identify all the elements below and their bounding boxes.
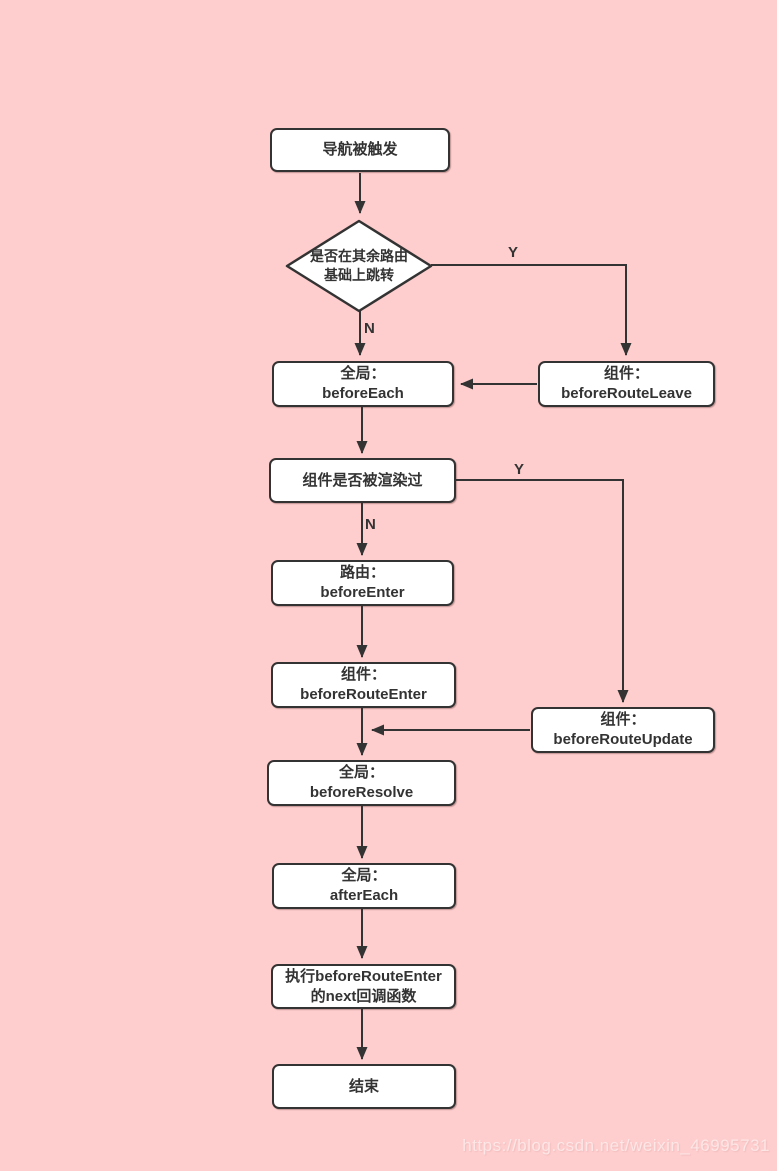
edge-decision-yes-to-beforerouteleave (431, 264, 632, 356)
edge-label-jump-yes: Y (508, 244, 519, 261)
edge-label-rendered-no: N (365, 516, 376, 533)
before-route-leave-line2: beforeRouteLeave (561, 385, 692, 402)
before-route-enter-line1: 组件： (340, 666, 386, 683)
next-callback-line1: 执行beforeRouteEnter (285, 967, 442, 985)
node-start-label: 导航被触发 (322, 141, 398, 158)
node-decision-jump: 是否在其余路由 基础上跳转 (289, 226, 429, 306)
decision-jump-diamond-shape (285, 219, 433, 313)
before-route-update-line2: beforeRouteUpdate (553, 731, 693, 748)
before-enter-line1: 路由： (339, 564, 385, 581)
before-enter-line2: beforeEnter (320, 584, 405, 601)
decision-jump-line2: 基础上跳转 (324, 267, 394, 283)
node-before-resolve: 全局： beforeResolve (267, 760, 456, 806)
node-end-label: 结束 (348, 1077, 379, 1095)
node-end: 结束 (272, 1064, 456, 1109)
before-each-line1: 全局： (340, 365, 386, 382)
decision-jump-line1: 是否在其余路由 (310, 248, 408, 264)
node-before-enter: 路由： beforeEnter (271, 560, 454, 606)
node-before-route-enter: 组件： beforeRouteEnter (271, 662, 456, 708)
node-before-each: 全局： beforeEach (272, 361, 454, 407)
node-after-each: 全局： afterEach (272, 863, 456, 909)
before-resolve-line1: 全局： (338, 764, 384, 781)
before-each-line2: beforeEach (322, 385, 404, 402)
decision-rendered-label: 组件是否被渲染过 (302, 471, 423, 489)
before-route-update-line1: 组件： (600, 711, 646, 728)
after-each-line2: afterEach (329, 887, 399, 904)
node-start: 导航被触发 (270, 128, 450, 172)
before-resolve-line2: beforeResolve (309, 784, 414, 801)
before-route-enter-line2: beforeRouteEnter (300, 686, 427, 703)
before-route-leave-line1: 组件： (603, 365, 649, 382)
next-callback-line2: 的next回调函数 (310, 987, 417, 1005)
after-each-line1: 全局： (341, 867, 387, 884)
edge-rendered-yes-to-beforerouteupdate (456, 479, 629, 703)
node-decision-rendered: 组件是否被渲染过 (269, 458, 456, 503)
csdn-watermark: https://blog.csdn.net/weixin_46995731 (462, 1136, 770, 1155)
edge-label-jump-no: N (364, 320, 375, 337)
node-next-callback: 执行beforeRouteEnter 的next回调函数 (271, 964, 456, 1009)
node-before-route-leave: 组件： beforeRouteLeave (538, 361, 715, 407)
node-before-route-update: 组件： beforeRouteUpdate (531, 707, 715, 753)
edge-label-rendered-yes: Y (514, 461, 525, 478)
